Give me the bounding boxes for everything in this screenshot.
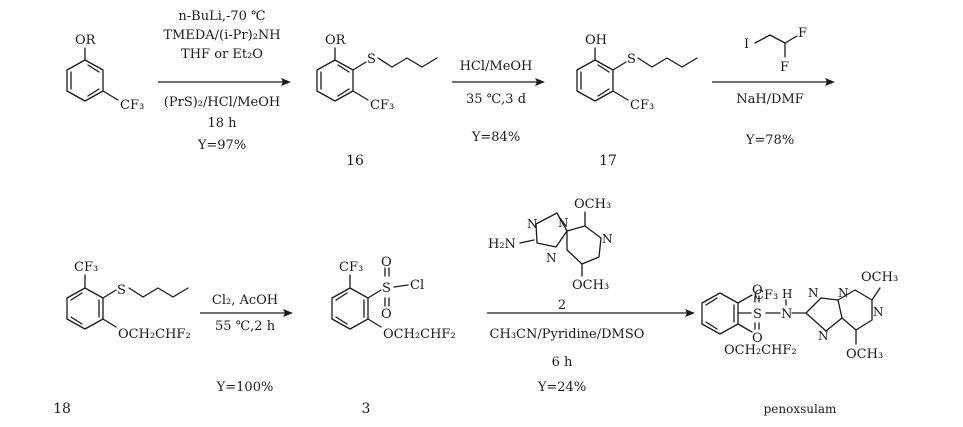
atom-n: N	[546, 251, 557, 265]
reaction-arrow-4: Cl₂, AcOH 55 ℃,2 h Y=100%	[200, 293, 293, 395]
step2-reagent-1: HCl/MeOH	[460, 59, 533, 74]
reagent-2-structure: N N N N H₂N OCH₃ OCH₃	[488, 197, 613, 293]
penoxsulam-structure: CF₃ S O O N H OCH₂CHF₂ N N N N OCH₃ OCH₃…	[701, 270, 898, 416]
atom-or: OR	[325, 33, 347, 48]
atom-f: F	[780, 60, 789, 75]
atom-s: S	[117, 283, 126, 298]
step1-reagent-2: TMEDA/(i-Pr)₂NH	[163, 28, 280, 43]
step5-reagent-label: 2	[558, 298, 566, 313]
substituent-methoxy: OCH₃	[572, 278, 609, 293]
atom-cf3: CF₃	[754, 288, 778, 303]
reaction-arrow-3: I F F NaH/DMF Y=78%	[712, 26, 835, 148]
step1-reagent-3: THF or Et₂O	[181, 47, 263, 62]
atom-oh: OH	[585, 33, 607, 48]
substituent-difluoroethoxy: OCH₂CHF₂	[724, 343, 797, 358]
atom-s: S	[367, 52, 376, 67]
atom-n: N	[781, 307, 792, 322]
atom-n: N	[818, 329, 829, 343]
compound-17: OH S CF₃ 17	[576, 33, 698, 169]
compound-label-penoxsulam: penoxsulam	[764, 402, 837, 416]
reaction-arrow-1: n-BuLi,-70 ℃ TMEDA/(i-Pr)₂NH THF or Et₂O…	[158, 9, 291, 153]
atom-n: N	[873, 305, 884, 319]
atom-s: S	[382, 281, 391, 296]
step1-condition-1: (PrS)₂/HCl/MeOH	[164, 95, 280, 110]
step4-reagent-1: Cl₂, AcOH	[212, 293, 278, 308]
substituent-methoxy: OCH₃	[861, 270, 898, 285]
step4-yield: Y=100%	[216, 380, 274, 395]
substituent-methoxy: OCH₃	[846, 347, 883, 362]
starting-material: OR CF₃	[66, 33, 144, 113]
atom-o: O	[752, 283, 763, 298]
atom-s: S	[753, 307, 762, 322]
step5-condition-1: CH₃CN/Pyridine/DMSO	[490, 327, 645, 342]
step1-condition-2: 18 h	[207, 116, 237, 131]
step4-condition-1: 55 ℃,2 h	[215, 319, 276, 334]
atom-cl: Cl	[410, 278, 424, 293]
atom-cf3: CF₃	[630, 98, 654, 113]
atom-o: O	[752, 331, 763, 346]
atom-n: N	[527, 217, 538, 231]
step2-condition-1: 35 ℃,3 d	[466, 92, 526, 107]
atom-h: H	[782, 287, 792, 301]
step5-condition-2: 6 h	[552, 355, 573, 370]
compound-16: OR S CF₃ 16	[316, 33, 438, 169]
step3-condition-1: NaH/DMF	[736, 92, 804, 107]
atom-i: I	[744, 37, 749, 52]
reaction-arrow-5: N N N N H₂N OCH₃ OCH₃ 2 CH₃CN/Pyridine/D…	[487, 197, 695, 395]
atom-h2n: H₂N	[488, 237, 516, 252]
atom-cf3: CF₃	[339, 260, 363, 275]
atom-n: N	[558, 216, 569, 230]
atom-s: S	[627, 52, 636, 67]
compound-18: CF₃ S OCH₂CHF₂ 18	[53, 260, 191, 417]
substituent-methoxy: OCH₃	[574, 197, 611, 212]
atom-cf3: CF₃	[74, 260, 98, 275]
atom-o: O	[381, 307, 392, 322]
step1-yield: Y=97%	[197, 138, 246, 153]
atom-n: N	[602, 232, 613, 246]
atom-o: O	[381, 255, 392, 270]
compound-label-17: 17	[599, 153, 617, 169]
reaction-arrow-2: HCl/MeOH 35 ℃,3 d Y=84%	[452, 59, 545, 145]
step5-yield: Y=24%	[537, 380, 586, 395]
atom-cf3: CF₃	[120, 98, 144, 113]
step2-yield: Y=84%	[471, 130, 520, 145]
substituent-difluoroethoxy: OCH₂CHF₂	[383, 327, 456, 342]
step1-reagent-1: n-BuLi,-70 ℃	[178, 9, 265, 24]
atom-f: F	[798, 26, 807, 41]
atom-or: OR	[75, 33, 97, 48]
compound-label-18: 18	[53, 401, 71, 417]
compound-label-3: 3	[362, 401, 371, 417]
compound-label-16: 16	[346, 153, 364, 169]
atom-n: N	[838, 286, 849, 300]
compound-3: CF₃ S O O Cl OCH₂CHF₂ 3	[331, 255, 456, 417]
step3-yield: Y=78%	[745, 133, 794, 148]
atom-n: N	[808, 286, 819, 300]
atom-cf3: CF₃	[370, 98, 394, 113]
substituent-difluoroethoxy: OCH₂CHF₂	[118, 327, 191, 342]
